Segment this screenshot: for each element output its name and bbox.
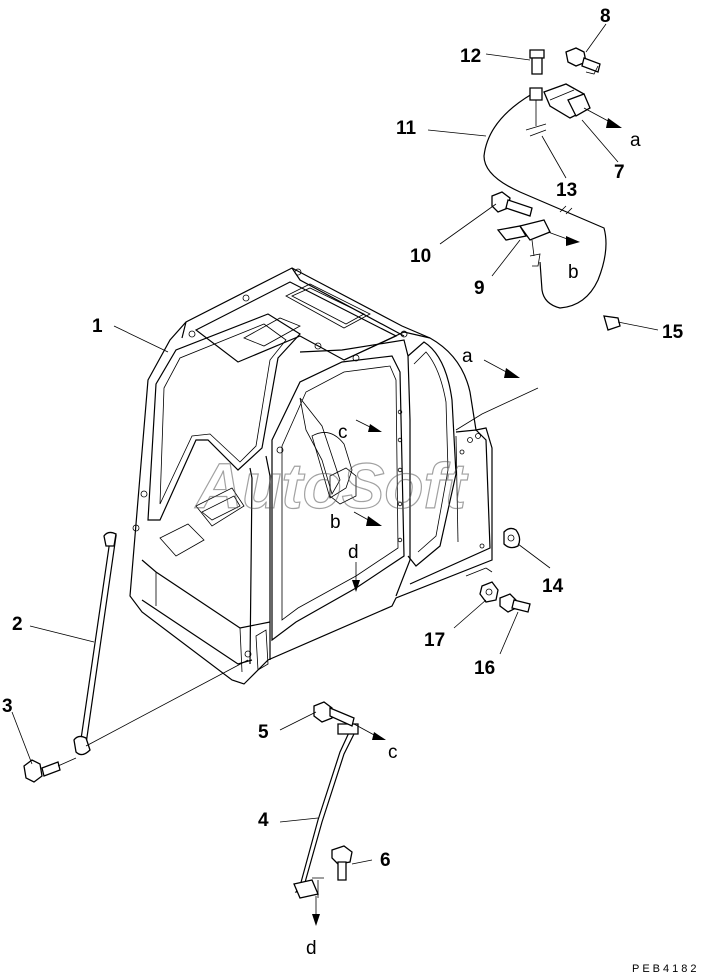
callout-11: 11 bbox=[396, 118, 417, 139]
callout-3: 3 bbox=[2, 696, 13, 717]
callout-9: 9 bbox=[474, 278, 485, 299]
callout-1: 1 bbox=[92, 316, 103, 337]
callout-8: 8 bbox=[600, 6, 611, 27]
letter-a-upper: a bbox=[630, 130, 641, 151]
callout-7: 7 bbox=[614, 162, 625, 183]
letter-d-cab: d bbox=[348, 542, 359, 563]
letter-a-cab: a bbox=[462, 346, 473, 367]
arrow-c-lower bbox=[353, 723, 386, 740]
bolt-3 bbox=[23, 757, 77, 783]
callout-17: 17 bbox=[424, 630, 445, 651]
watermark: AutoSoft bbox=[194, 450, 469, 522]
cab-arrow-b bbox=[353, 511, 382, 526]
callout-16: 16 bbox=[474, 658, 495, 679]
ground-strap-2 bbox=[73, 531, 249, 756]
callout-12: 12 bbox=[460, 46, 481, 67]
upper-cable-assembly bbox=[483, 47, 622, 331]
right-mount-parts bbox=[465, 527, 531, 613]
cab-arrow-c bbox=[355, 419, 382, 432]
callout-15: 15 bbox=[662, 322, 684, 343]
callout-10: 10 bbox=[410, 246, 431, 267]
callout-2: 2 bbox=[12, 614, 23, 635]
ground-cable-4 bbox=[293, 723, 359, 899]
callout-5: 5 bbox=[258, 722, 269, 743]
cab-frame bbox=[129, 267, 493, 685]
mounting-holes bbox=[132, 268, 485, 658]
letter-b-upper: b bbox=[568, 262, 579, 283]
bolt-6 bbox=[331, 845, 353, 881]
letter-c-lower: c bbox=[388, 742, 398, 763]
callout-6: 6 bbox=[380, 850, 391, 871]
letter-b-cab: b bbox=[330, 512, 341, 533]
callout-4: 4 bbox=[258, 810, 269, 831]
letter-c-cab: c bbox=[338, 422, 348, 443]
cab-arrow-d bbox=[352, 562, 360, 592]
bolt-5 bbox=[313, 701, 355, 727]
drawing-code: PEB4182 bbox=[632, 963, 699, 975]
leader-lines bbox=[11, 23, 659, 865]
arrow-d-lower bbox=[312, 896, 320, 926]
letter-d-lower: d bbox=[306, 938, 317, 959]
callout-14: 14 bbox=[542, 576, 564, 597]
callout-13: 13 bbox=[556, 180, 577, 201]
cab-arrow-a bbox=[455, 359, 539, 431]
